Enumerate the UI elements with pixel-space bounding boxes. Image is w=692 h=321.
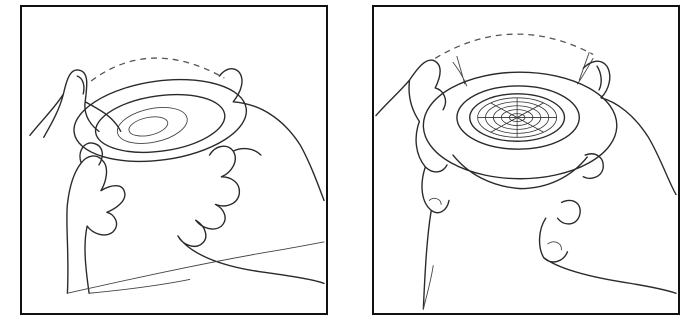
fingernail-left [429, 198, 441, 204]
motion-arc [435, 34, 593, 58]
illustration-panel-step-1 [20, 5, 328, 315]
fingernail-right [548, 242, 562, 250]
left-hand [30, 70, 121, 137]
downlight-hands-illustration [374, 7, 678, 313]
right-clip [577, 52, 593, 84]
ring-lens-inner [127, 114, 169, 140]
cable-line [67, 242, 324, 293]
left-lower-hand [67, 143, 125, 293]
grille-pattern [478, 98, 557, 137]
right-hand [178, 69, 324, 284]
illustration-panel-step-2 [372, 5, 680, 315]
motion-arc [91, 58, 224, 81]
right-hand [540, 61, 676, 293]
ring-lens [114, 102, 190, 150]
wrist-line [89, 279, 190, 293]
fixture-ring-hands-illustration [22, 7, 326, 313]
